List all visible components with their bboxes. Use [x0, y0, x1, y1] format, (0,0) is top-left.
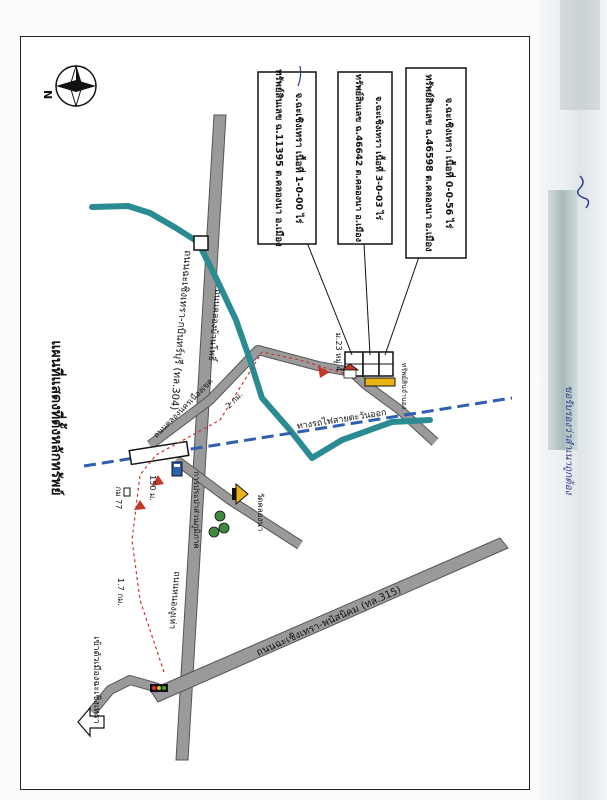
property-box-2 [337, 71, 393, 245]
property-2-line-1: ทรัพย์สินเลข ฉ.46642 ต.คลองนา อ.เมือง [353, 74, 365, 242]
pea-label: การประปาส่วนภูมิภาค [191, 471, 201, 548]
property-box-1 [257, 71, 317, 245]
road-304-label: ถนนฉะเชิงเทรา-กบินทร์บุรี (ทล.304) [168, 250, 194, 411]
route-arrow [134, 500, 146, 510]
km-post-icon [123, 487, 131, 497]
property-1-line-2: จ.ฉะเชิงเทรา เนื้อที่ 1-0-00 ไร่ [293, 93, 307, 225]
road-nong-label: ถนนหนองงูเห่า [166, 571, 181, 630]
arrow-left-icon [77, 706, 105, 738]
route-path [131, 351, 353, 673]
temple-label: วัดคลองนา [256, 493, 265, 532]
scan-smudge-dark [548, 190, 578, 450]
temple-icon [232, 482, 249, 506]
compass-icon [55, 64, 97, 108]
railway-crossing [128, 440, 190, 466]
route-arrow [152, 475, 164, 486]
road-khlong-ban-pho [147, 345, 353, 449]
to-city-label: เข้าตัวเมืองฉะเชิงเทรา [91, 636, 102, 723]
km77-label: กม 77 [114, 487, 123, 510]
map-title: แผนที่แสดงที่ตั้งหลักทรัพย์ [48, 340, 68, 495]
trees-icon [208, 510, 230, 538]
scan-smudge-top [560, 0, 600, 110]
distance-2-label: 2 กม. [224, 390, 245, 411]
water-tower-icon [171, 461, 183, 477]
distance-1-7-label: 1.7 กม. [116, 578, 125, 606]
property-box-3 [405, 67, 467, 259]
road-315-label: ถนนฉะเชิงเทรา-พนัสนิคม (ทล.315) [255, 585, 403, 659]
road-branch-south [173, 455, 303, 550]
house-icon [340, 363, 360, 379]
property-label: ทรัพย์สินจำนอง [400, 363, 408, 410]
property-3-line-2: จ.ฉะเชิงเทรา เนื้อที่ 0-0-56 ไร่ [443, 98, 457, 230]
property-2-line-2: จ.ฉะเชิงเทรา เนื้อที่ 3-0-03 ไร่ [373, 96, 386, 220]
canal [89, 203, 433, 461]
village-label: ม.23 หมู่ 4 [333, 333, 343, 372]
road-branch-east [348, 368, 439, 446]
property-3-line-1: ทรัพย์สินเลข ฉ.46598 ต.คลองนา อ.เมือง [423, 74, 435, 252]
traffic-light-icon [150, 684, 168, 692]
bridge-north [193, 235, 209, 251]
road-315 [149, 537, 509, 703]
pen-mark [297, 65, 302, 87]
compass-label: N [41, 90, 54, 99]
distance-150-label: 150 ม. [148, 475, 157, 501]
signature-scribble [577, 175, 590, 209]
property-1-line-1: ทรัพย์สินเลข ฉ.11395 ต.คลองนา อ.เมือง [273, 69, 285, 247]
signature-note: ขอรับรองว่าสำเนาถูกต้อง [563, 385, 575, 495]
scan-smudge [540, 0, 607, 800]
road-to-city [88, 675, 160, 716]
route-arrow [318, 366, 330, 378]
